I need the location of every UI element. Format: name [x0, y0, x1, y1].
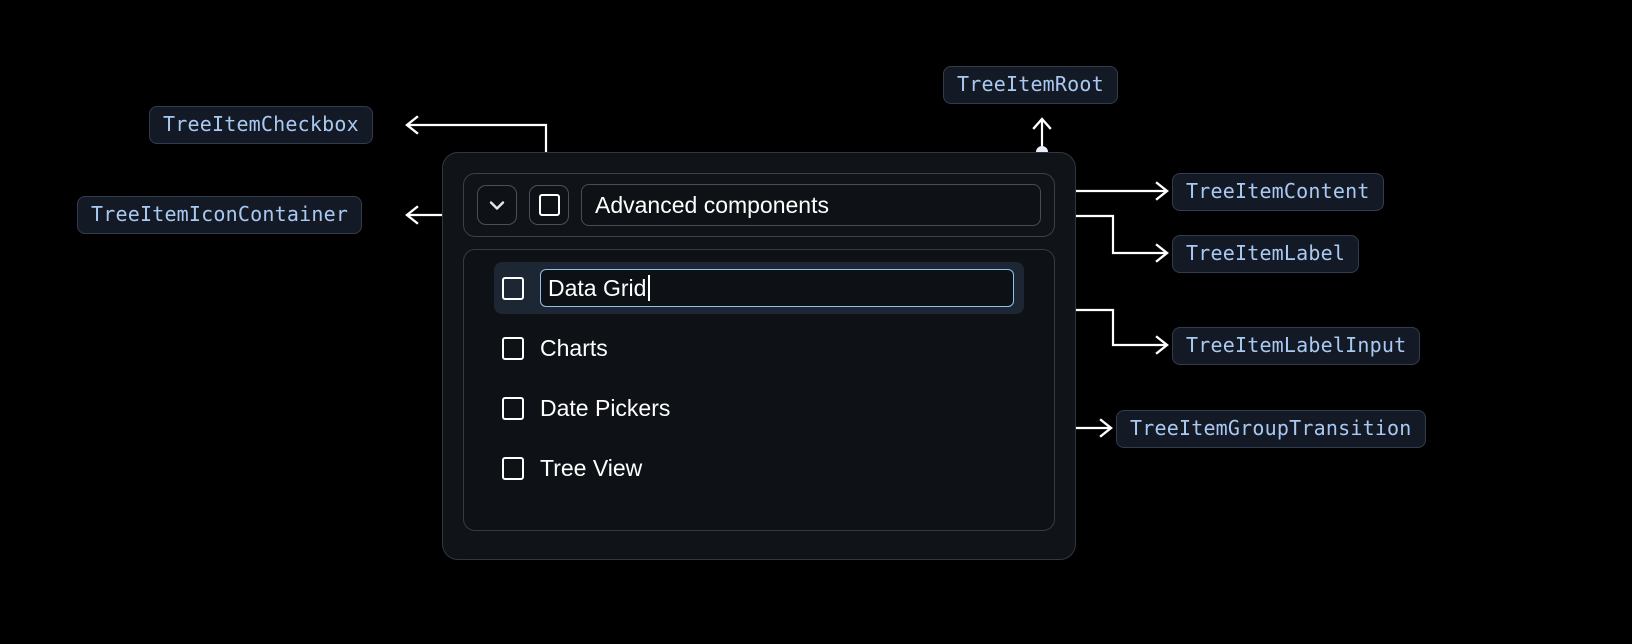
tree-item-checkbox-date-pickers[interactable]: [502, 396, 524, 420]
annotation-chip-tree-item-content: TreeItemContent: [1172, 173, 1384, 211]
tree-item-data-grid[interactable]: Data Grid: [494, 262, 1024, 314]
annotation-chip-tree-item-checkbox: TreeItemCheckbox: [149, 106, 373, 144]
annotation-chip-tree-item-label: TreeItemLabel: [1172, 235, 1360, 273]
annotation-chip-tree-item-icon-container: TreeItemIconContainer: [77, 196, 363, 234]
tree-item-label-input-value: Data Grid: [548, 274, 647, 301]
annotation-chip-tree-item-group-transition: TreeItemGroupTransition: [1116, 410, 1426, 448]
tree-item-checkbox-tree-view[interactable]: [502, 456, 524, 480]
tree-item-tree-view[interactable]: Tree View: [494, 442, 1024, 494]
tree-item-label-input[interactable]: Data Grid: [540, 269, 1014, 307]
annotation-chip-tree-item-label-input: TreeItemLabelInput: [1172, 327, 1421, 365]
tree-item-group-transition: Data Grid Charts Date Pickers Tree View: [463, 249, 1055, 531]
tree-item-checkbox-charts[interactable]: [502, 336, 524, 360]
tree-item-label-tree-view: Tree View: [540, 454, 643, 481]
chevron-down-icon: [485, 193, 509, 217]
tree-item-label-date-pickers: Date Pickers: [540, 394, 671, 421]
tree-item-charts[interactable]: Charts: [494, 322, 1024, 374]
tree-item-label[interactable]: Advanced components: [581, 184, 1041, 226]
tree-item-label-charts: Charts: [540, 334, 608, 361]
tree-item-content[interactable]: Advanced components: [463, 173, 1055, 237]
tree-item-icon-container[interactable]: [477, 185, 517, 225]
annotation-chip-tree-item-root: TreeItemRoot: [943, 66, 1118, 104]
tree-item-checkbox[interactable]: [529, 185, 569, 225]
tree-item-date-pickers[interactable]: Date Pickers: [494, 382, 1024, 434]
tree-item-root[interactable]: Advanced components Data Grid Charts Dat…: [442, 152, 1076, 560]
text-caret: [648, 275, 651, 301]
checkbox-box-icon: [538, 194, 560, 216]
tree-item-checkbox-data-grid[interactable]: [502, 276, 524, 300]
